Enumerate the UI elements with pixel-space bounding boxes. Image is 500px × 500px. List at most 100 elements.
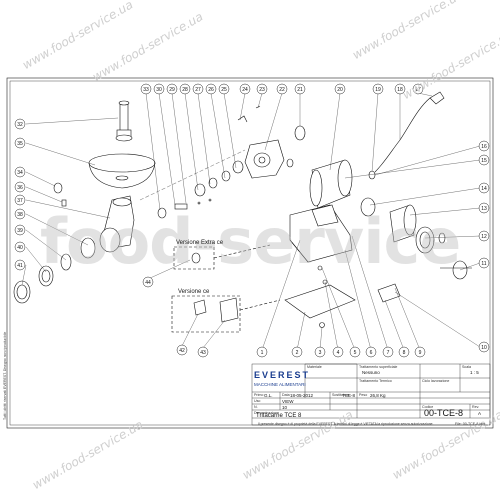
callout-9: 9 <box>414 346 426 358</box>
tb-rev-label: Rev. <box>472 405 480 409</box>
svg-text:6: 6 <box>370 350 373 356</box>
svg-text:38: 38 <box>17 212 23 218</box>
callout-11: 11 <box>478 257 490 269</box>
svg-text:23: 23 <box>259 87 265 93</box>
callout-29: 29 <box>166 83 178 95</box>
svg-text:44: 44 <box>145 280 151 286</box>
side-copyright-text: Tutti i diritti riservati EVEREST. Diseg… <box>3 331 7 420</box>
svg-text:39: 39 <box>17 228 23 234</box>
callout-20: 20 <box>334 83 346 95</box>
version-ce-label: Versione ce <box>178 289 210 295</box>
callout-27: 27 <box>192 83 204 95</box>
tb-codice-value: 00-TCE-8 <box>424 408 464 418</box>
tb-scala-label: Scala <box>462 365 471 369</box>
callout-6: 6 <box>365 346 377 358</box>
svg-text:20: 20 <box>337 87 343 93</box>
svg-text:33: 33 <box>143 87 149 93</box>
tb-materiale-label: Materiale <box>307 365 322 369</box>
svg-text:11: 11 <box>481 261 486 267</box>
callout-38: 38 <box>14 208 26 220</box>
part-pusher <box>115 100 133 142</box>
tb-data-label: Data <box>282 393 290 397</box>
callout-3: 3 <box>314 346 326 358</box>
callout-18: 18 <box>394 83 406 95</box>
callout-4: 4 <box>332 346 344 358</box>
svg-text:2: 2 <box>296 350 299 356</box>
svg-text:12: 12 <box>481 234 487 240</box>
svg-text:10: 10 <box>481 345 487 351</box>
tb-n-label: N. <box>254 405 258 409</box>
svg-text:16: 16 <box>481 144 487 150</box>
svg-text:40: 40 <box>17 245 23 251</box>
watermark-big: food-service <box>40 205 461 278</box>
svg-text:1: 1 <box>261 350 264 356</box>
svg-text:19: 19 <box>375 87 381 93</box>
callout-28: 28 <box>179 83 191 95</box>
svg-text:35: 35 <box>17 141 23 147</box>
svg-text:30: 30 <box>156 87 162 93</box>
part-plug <box>429 91 445 105</box>
drawing-inner-frame <box>9 80 491 426</box>
svg-text:22: 22 <box>279 87 285 93</box>
svg-text:17: 17 <box>415 87 421 93</box>
callout-2: 2 <box>291 346 303 358</box>
callout-35: 35 <box>14 137 26 149</box>
svg-text:15: 15 <box>481 158 487 164</box>
svg-text:32: 32 <box>17 122 23 128</box>
part-screws <box>237 115 248 123</box>
callout-1: 1 <box>256 346 268 358</box>
callout-13: 13 <box>478 202 490 214</box>
tb-legal-note: Il presente disegno è di proprietà della… <box>258 422 434 426</box>
svg-text:36: 36 <box>17 185 23 191</box>
callout-5: 5 <box>349 346 361 358</box>
callout-25: 25 <box>218 83 230 95</box>
svg-text:27: 27 <box>195 87 201 93</box>
tb-sostituisce-value: TCE-8 <box>342 393 356 398</box>
part-rotor <box>360 197 376 217</box>
tb-uso-label: Uso <box>254 399 261 403</box>
svg-text:14: 14 <box>481 186 487 192</box>
brand-subtitle: MACCHINE ALIMENTARI <box>254 382 306 387</box>
part-gearbox-cover <box>294 125 306 141</box>
callout-32: 32 <box>14 118 26 130</box>
svg-text:5: 5 <box>354 350 357 356</box>
version-extra-label: Versione Extra ce <box>176 240 224 246</box>
callout-21: 21 <box>294 83 306 95</box>
part-shaft-set <box>157 160 244 219</box>
part-end-ring <box>13 280 31 304</box>
callout-8: 8 <box>398 346 410 358</box>
callout-24: 24 <box>239 83 251 95</box>
svg-text:24: 24 <box>242 87 248 93</box>
drawing-frame <box>6 77 494 429</box>
tb-peso-value: 26,8 Kg <box>370 393 386 398</box>
svg-text:7: 7 <box>387 350 390 356</box>
part-bottom-plate <box>284 284 356 319</box>
callout-43: 43 <box>197 346 209 358</box>
title-block-grid <box>251 363 491 426</box>
svg-text:43: 43 <box>200 350 206 356</box>
tb-ciclo-label: Ciclo lavorazione <box>422 379 450 383</box>
tb-denominazione-value: Tritacarne TCE 8 <box>256 413 302 419</box>
svg-text:37: 37 <box>17 198 23 204</box>
leader-lines <box>21 92 481 351</box>
callout-14: 14 <box>478 182 490 194</box>
svg-text:34: 34 <box>17 170 23 176</box>
svg-text:21: 21 <box>297 87 303 93</box>
tb-peso-label: Peso <box>359 393 368 397</box>
svg-text:42: 42 <box>179 348 185 354</box>
callout-30: 30 <box>153 83 165 95</box>
callout-17: 17 <box>412 83 424 95</box>
callout-33: 33 <box>140 83 152 95</box>
part-plate <box>80 237 96 259</box>
callout-34: 34 <box>14 166 26 178</box>
svg-text:8: 8 <box>403 350 406 356</box>
callout-12: 12 <box>478 230 490 242</box>
svg-text:26: 26 <box>208 87 214 93</box>
svg-text:28: 28 <box>182 87 188 93</box>
callout-7: 7 <box>382 346 394 358</box>
callout-44: 44 <box>142 276 154 288</box>
callout-40: 40 <box>14 241 26 253</box>
svg-text:13: 13 <box>481 206 487 212</box>
callout-23: 23 <box>256 83 268 95</box>
